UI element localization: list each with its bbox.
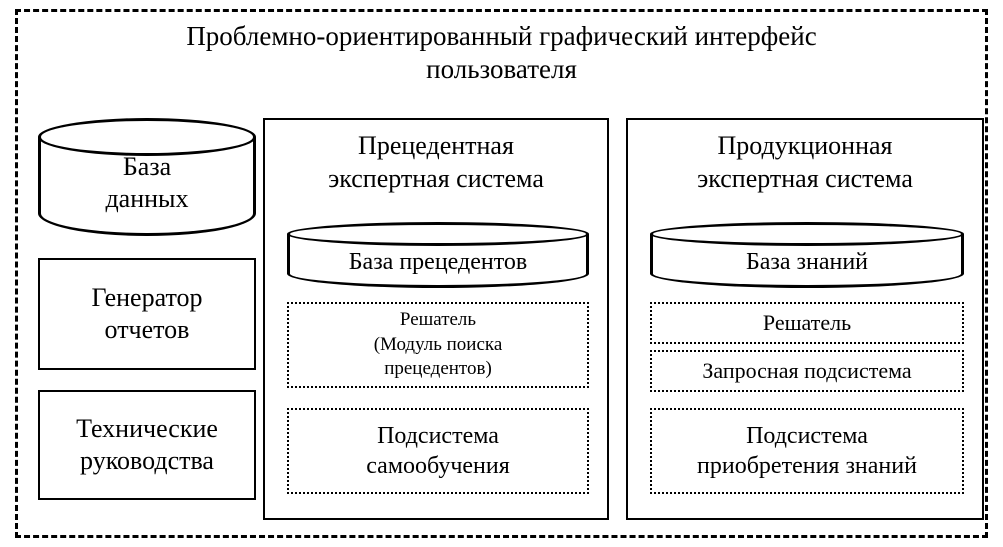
case-expert-system-title: Прецедентная экспертная система [328,131,544,193]
production-solver-box: Решатель [650,302,964,344]
case-solver-box: Решатель (Модуль поиска прецедентов) [287,302,589,388]
technical-manuals-box: Технические руководства [38,390,256,500]
case-base-cylinder: База прецедентов [287,222,589,288]
case-expert-system-box: Прецедентная экспертная система База пре… [263,118,609,520]
cylinder-top-ellipse [650,222,964,246]
database-label: База данных [105,151,189,214]
cylinder-top-ellipse [38,118,256,156]
self-learning-subsystem-box: Подсистема самообучения [287,408,589,494]
report-generator-box: Генератор отчетов [38,258,256,370]
query-subsystem-box: Запросная подсистема [650,350,964,392]
cylinder-top-ellipse [287,222,589,246]
knowledge-acquisition-subsystem-box: Подсистема приобретения знаний [650,408,964,494]
case-base-label: База прецедентов [348,248,528,275]
database-cylinder: База данных [38,118,256,236]
production-expert-system-title: Продукционная экспертная система [697,131,913,193]
knowledge-base-cylinder: База знаний [650,222,964,288]
diagram-title: Проблемно-ориентированный графический ин… [186,21,817,84]
knowledge-base-label: База знаний [745,248,869,275]
outer-dashed-border [15,9,988,538]
production-expert-system-box: Продукционная экспертная система База зн… [626,118,984,520]
